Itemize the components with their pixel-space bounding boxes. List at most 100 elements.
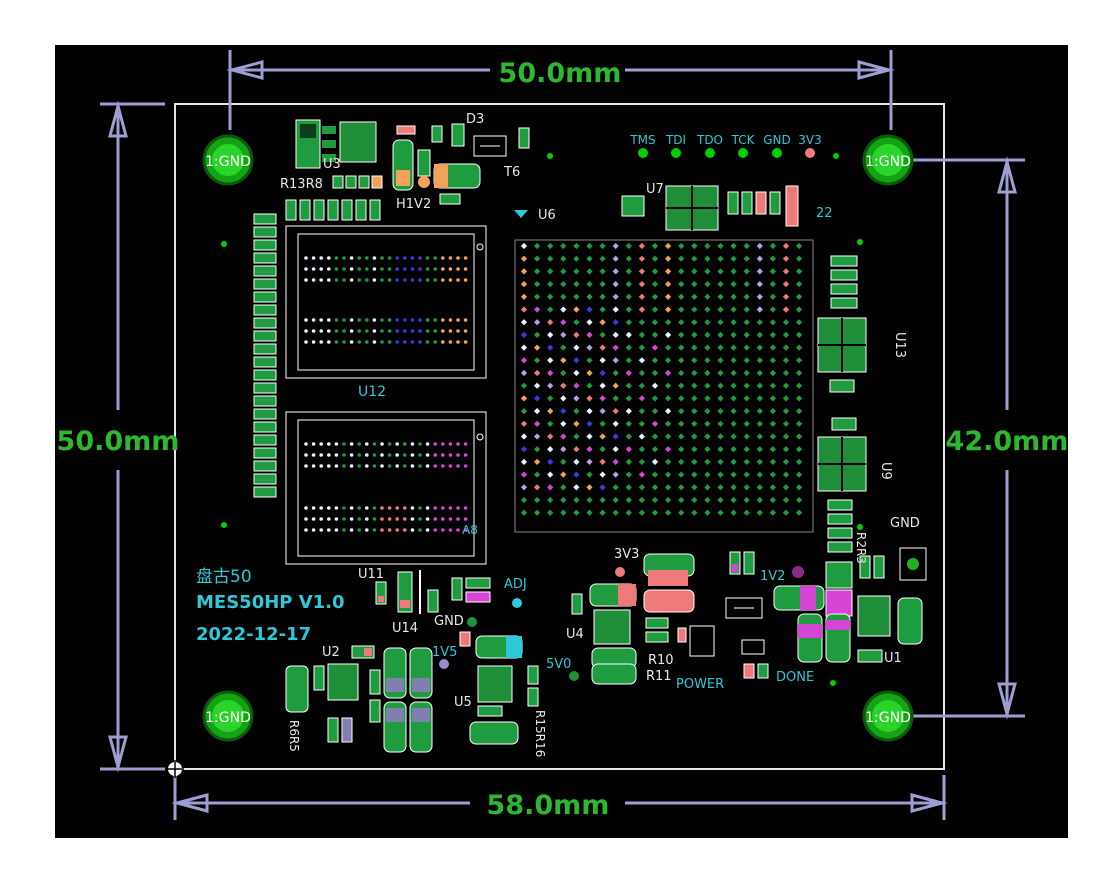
memory-ball [441, 329, 445, 333]
memory-ball [418, 528, 422, 532]
memory-ball [380, 318, 384, 322]
memory-ball [418, 464, 422, 468]
memory-ball [304, 506, 308, 510]
label-5v0: 5V0 [546, 657, 571, 672]
memory-ball [433, 528, 438, 532]
memory-ball [463, 528, 468, 532]
d3-diode[interactable] [396, 123, 530, 157]
bga-ball [795, 458, 803, 466]
memory-ball [304, 517, 308, 521]
bga-ball [520, 395, 528, 402]
memory-ball [311, 528, 316, 532]
jtag-label: TMS [629, 133, 655, 147]
bga-ball [730, 395, 737, 402]
memory-ball [448, 278, 453, 282]
u12-memory-top[interactable] [285, 225, 487, 379]
cap-column-left [253, 213, 277, 498]
bga-ball [782, 484, 790, 491]
bga-ball [743, 420, 750, 427]
bga-ball [612, 268, 619, 275]
u2-regulator[interactable] [285, 645, 433, 753]
jtag-pin [805, 148, 815, 158]
memory-ball [456, 464, 460, 468]
memory-ball [342, 464, 346, 468]
bga-ball [520, 293, 528, 300]
ref-r10: R10 [648, 653, 674, 668]
u13-regulator[interactable] [817, 317, 867, 393]
memory-ball [319, 464, 324, 468]
memory-ball [304, 329, 308, 333]
bga-ball [625, 331, 632, 339]
memory-ball [349, 256, 354, 260]
memory-ball [334, 256, 339, 260]
ref-u13: U13 [892, 332, 907, 358]
memory-ball [311, 442, 316, 446]
memory-ball [342, 528, 346, 532]
jtag-pin [671, 148, 681, 158]
cap-pad [253, 473, 277, 485]
bga-ball [756, 331, 763, 339]
memory-ball [456, 517, 460, 521]
u9-regulator[interactable] [817, 436, 867, 492]
u5-regulator[interactable] [439, 631, 579, 745]
memory-ball [387, 517, 392, 521]
memory-ball [365, 267, 369, 271]
bga-ball [533, 484, 541, 491]
u1-regulator[interactable] [825, 561, 923, 663]
memory-ball [365, 517, 369, 521]
memory-ball [395, 256, 400, 260]
board-date: 2022-12-17 [196, 624, 311, 645]
memory-ball [456, 340, 460, 344]
cap-pad [253, 460, 277, 472]
bga-ball [547, 484, 554, 491]
memory-ball [349, 278, 354, 282]
memory-ball [433, 318, 438, 322]
bga-ball [782, 420, 790, 427]
cap-pad [253, 369, 277, 381]
memory-ball [403, 517, 407, 521]
u12-memory-bottom[interactable] [285, 411, 487, 565]
testpoint-gnd-right[interactable] [899, 547, 927, 581]
u7-regulator[interactable] [621, 185, 799, 231]
mounting-hole-bottom-left[interactable]: 1:GND [202, 690, 254, 742]
bga-ball [782, 331, 790, 339]
bga-ball [547, 268, 554, 275]
mounting-hole-bottom-right[interactable]: 1:GND [862, 690, 914, 742]
bga-ball [560, 293, 567, 300]
h1v2-inductor[interactable] [392, 139, 481, 205]
memory-ball [425, 453, 430, 457]
bga-ball [730, 268, 737, 275]
memory-ball [342, 278, 346, 282]
memory-ball [380, 528, 384, 532]
dimension-top-label: 50.0mm [499, 58, 622, 89]
bga-ball [573, 293, 580, 300]
memory-ball [418, 278, 422, 282]
u14-regulator[interactable] [375, 570, 522, 614]
bga-ball [533, 420, 541, 427]
memory-ball [387, 318, 392, 322]
bga-ball [664, 395, 672, 402]
mounting-hole-top-left[interactable]: 1:GND [202, 134, 254, 186]
memory-ball [334, 528, 339, 532]
mounting-hole-top-right[interactable]: 1:GND [862, 134, 914, 186]
mounting-hole-label: 1:GND [205, 154, 251, 170]
bga-ball [743, 293, 750, 300]
memory-ball [357, 256, 362, 260]
inductor-1v2[interactable] [725, 551, 851, 663]
bga-ball [664, 509, 672, 516]
u3-regulator[interactable] [295, 119, 377, 169]
bga-ball [769, 268, 777, 275]
memory-ball [463, 256, 468, 260]
cap-pad [253, 304, 277, 316]
memory-ball [372, 278, 377, 282]
memory-ball [380, 329, 384, 333]
testpoint-gnd-mid[interactable] [467, 617, 477, 627]
label-gnd-right: GND [890, 516, 920, 531]
bga-ball [651, 268, 659, 275]
bga-ball [560, 395, 567, 402]
bga-ball [625, 458, 632, 466]
u4-regulator[interactable] [571, 553, 715, 685]
memory-ball [456, 506, 460, 510]
board-title-cn: 盘古50 [196, 567, 252, 587]
